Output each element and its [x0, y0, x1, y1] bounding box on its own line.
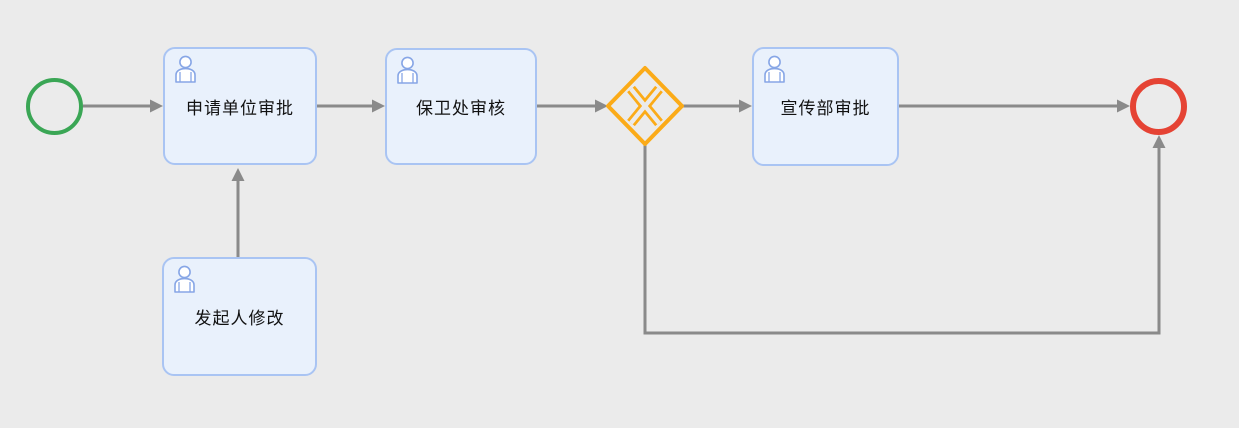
task-label: 申请单位审批: [186, 98, 294, 118]
task-security-office-review[interactable]: 保卫处审核: [385, 48, 537, 165]
flow-gateway-to-publicity[interactable]: [682, 99, 752, 113]
flow-security-to-gateway[interactable]: [537, 99, 608, 113]
exclusive-gateway[interactable]: [603, 62, 687, 150]
flow-gateway-to-end[interactable]: [643, 135, 1166, 335]
user-icon: [764, 55, 785, 83]
flow-apply-to-security[interactable]: [317, 99, 385, 113]
user-icon: [174, 265, 195, 293]
user-icon: [175, 55, 196, 83]
flow-publicity-to-end[interactable]: [899, 99, 1130, 113]
task-label: 发起人修改: [194, 309, 285, 328]
task-label: 宣传部审批: [780, 99, 871, 118]
flow-modify-to-apply[interactable]: [231, 168, 245, 257]
gateway-x-icon: [627, 85, 663, 127]
task-publicity-dept-approval[interactable]: 宣传部审批: [752, 47, 899, 166]
task-label: 保卫处审核: [416, 99, 506, 118]
user-icon: [397, 56, 418, 84]
task-apply-unit-approval[interactable]: 申请单位审批: [163, 47, 317, 165]
end-event[interactable]: [1130, 78, 1187, 135]
flow-start-to-apply[interactable]: [83, 99, 163, 113]
start-event[interactable]: [26, 78, 83, 135]
task-initiator-modify[interactable]: 发起人修改: [162, 257, 317, 376]
